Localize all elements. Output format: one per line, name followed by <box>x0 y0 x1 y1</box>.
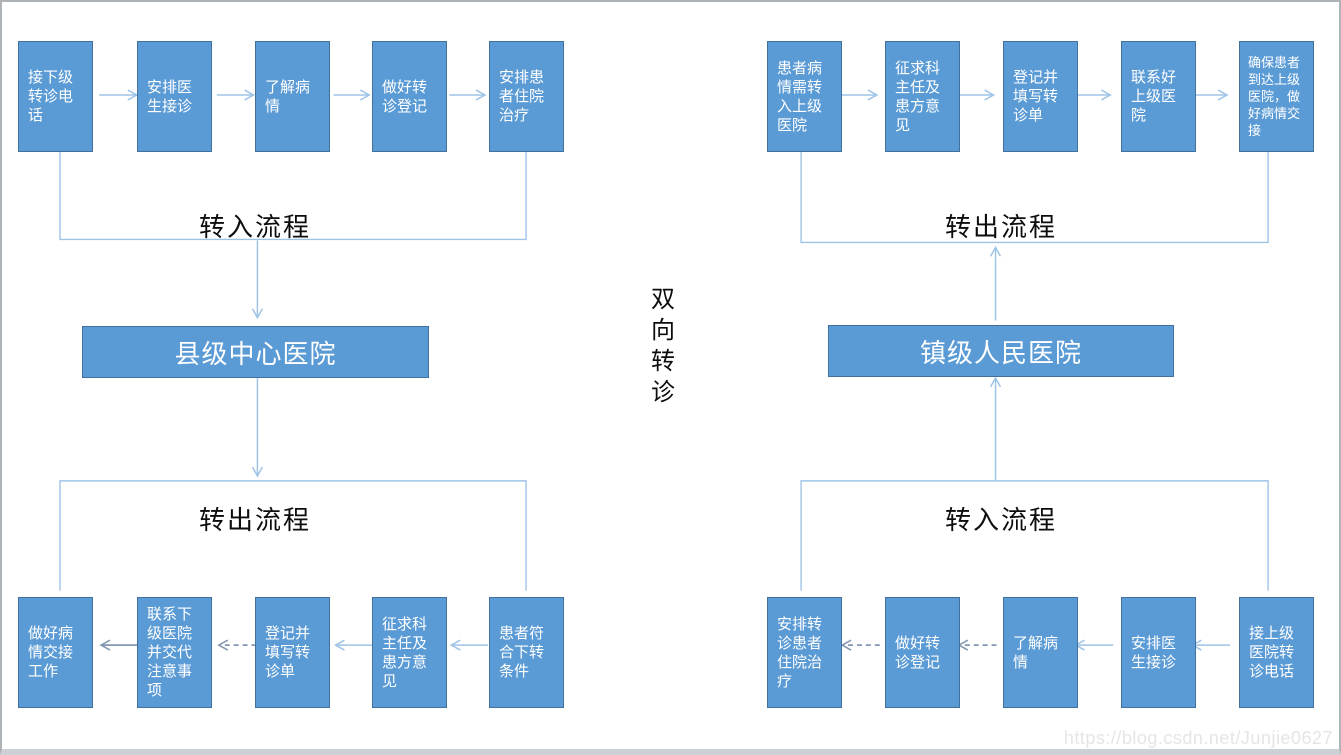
flow-step: 联系好上级医院 <box>1121 41 1196 152</box>
flow-step: 登记并填写转诊单 <box>1003 41 1078 152</box>
flow-step: 安排转诊患者住院治疗 <box>767 597 842 708</box>
flow-step: 确保患者到达上级医院，做好病情交接 <box>1239 41 1314 152</box>
bracket-line <box>800 151 1269 244</box>
bracket-line <box>59 480 527 591</box>
hospital-box-county: 县级中心医院 <box>82 326 429 378</box>
label-left-outgoing: 转出流程 <box>198 505 312 535</box>
label-right-outgoing: 转出流程 <box>944 212 1058 242</box>
flow-step: 患者病情需转入上级医院 <box>767 41 842 152</box>
flow-step: 做好转诊登记 <box>372 41 447 152</box>
flow-step: 接下级转诊电话 <box>18 41 93 152</box>
label-right-incoming: 转入流程 <box>944 505 1058 535</box>
flow-step: 登记并填写转诊单 <box>255 597 330 708</box>
bracket-line <box>800 480 1269 591</box>
flow-step: 接上级医院转诊电话 <box>1239 597 1314 708</box>
watermark-url: https://blog.csdn.net/Junjie0627 <box>1063 728 1333 748</box>
flow-step: 做好转诊登记 <box>885 597 960 708</box>
flow-step: 患者符合下转条件 <box>489 597 564 708</box>
flow-step: 做好病情交接工作 <box>18 597 93 708</box>
flow-step: 了解病情 <box>1003 597 1078 708</box>
flow-step: 联系下级医院并交代注意事项 <box>137 597 212 708</box>
bracket-line <box>59 150 527 241</box>
flow-step: 征求科主任及患方意见 <box>885 41 960 152</box>
flow-step: 了解病情 <box>255 41 330 152</box>
flow-step: 征求科主任及患方意见 <box>372 597 447 708</box>
label-left-incoming: 转入流程 <box>198 212 312 242</box>
flow-step: 安排医生接诊 <box>137 41 212 152</box>
flow-step: 安排患者住院治疗 <box>489 41 564 152</box>
flow-step: 安排医生接诊 <box>1121 597 1196 708</box>
hospital-box-town: 镇级人民医院 <box>828 325 1174 377</box>
label-bidirectional-referral: 双向转诊 <box>651 286 675 406</box>
